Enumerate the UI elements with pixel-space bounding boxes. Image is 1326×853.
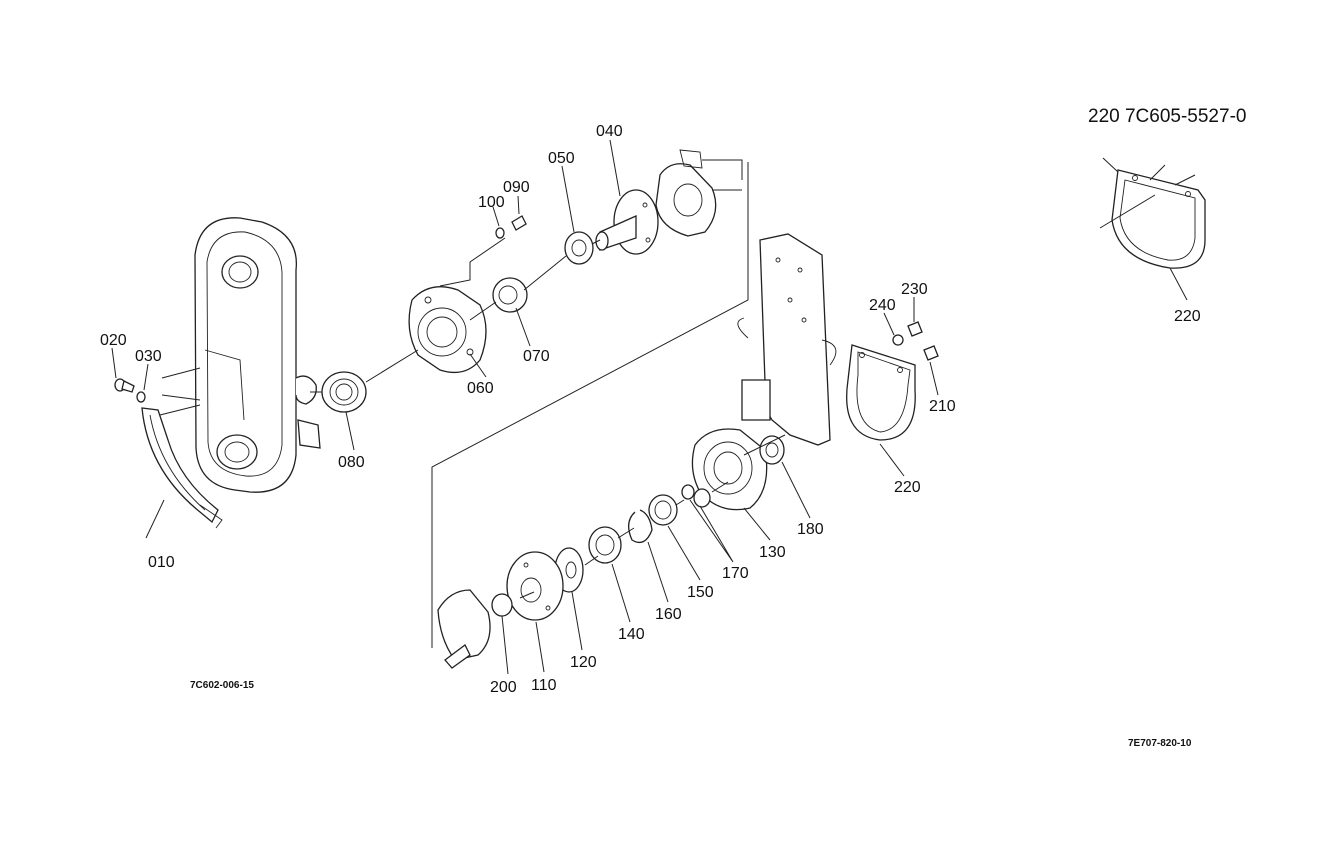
inset-guard-220 xyxy=(1099,157,1206,269)
bearing-140 xyxy=(588,526,622,564)
drawing-code-right: 7E707-820-10 xyxy=(1128,738,1192,749)
bearing-080 xyxy=(310,371,367,413)
label-130: 130 xyxy=(759,544,786,561)
label-010: 010 xyxy=(148,554,175,571)
washer-240 xyxy=(892,334,904,346)
bearing-150 xyxy=(648,494,678,526)
snap-ring-160 xyxy=(628,509,653,544)
seal-070 xyxy=(492,277,528,313)
inset-title: 220 7C605-5527-0 xyxy=(1088,106,1246,127)
frame-plate xyxy=(737,233,837,446)
label-200: 200 xyxy=(490,679,517,696)
flange-110 xyxy=(506,551,564,621)
cap-200 xyxy=(491,593,513,617)
chain-case xyxy=(194,217,321,493)
bolt-090 xyxy=(511,215,527,231)
inset-label-220: 220 xyxy=(1174,308,1201,325)
bolt-020 xyxy=(114,378,135,393)
label-090: 090 xyxy=(503,179,530,196)
shaft-flange-040 xyxy=(595,189,659,255)
label-050: 050 xyxy=(548,150,575,167)
label-040: 040 xyxy=(596,123,623,140)
bolt-210 xyxy=(923,345,939,361)
label-030: 030 xyxy=(135,348,162,365)
label-230: 230 xyxy=(901,281,928,298)
guard-220 xyxy=(846,344,916,441)
bracket-top xyxy=(655,149,743,237)
label-110: 110 xyxy=(531,677,557,694)
bearing-housing-130 xyxy=(691,428,768,511)
housing-060 xyxy=(408,286,487,374)
label-210: 210 xyxy=(929,398,956,415)
label-100: 100 xyxy=(478,194,505,211)
label-060: 060 xyxy=(467,380,494,397)
ring-170 xyxy=(681,484,711,508)
label-220: 220 xyxy=(894,479,921,496)
label-140: 140 xyxy=(618,626,645,643)
label-150: 150 xyxy=(687,584,714,601)
bolt-230 xyxy=(907,321,923,337)
washer-030 xyxy=(136,391,146,403)
label-080: 080 xyxy=(338,454,365,471)
washer-100 xyxy=(495,227,505,239)
label-120: 120 xyxy=(570,654,597,671)
label-180: 180 xyxy=(797,521,824,538)
seal-180 xyxy=(759,435,785,465)
bracket-bottom xyxy=(437,589,491,669)
label-070: 070 xyxy=(523,348,550,365)
washer-050 xyxy=(564,231,594,265)
drawing-code-left: 7C602-006-15 xyxy=(190,680,254,691)
label-020: 020 xyxy=(100,332,127,349)
label-240: 240 xyxy=(869,297,896,314)
label-170: 170 xyxy=(722,565,749,582)
label-160: 160 xyxy=(655,606,682,623)
chain-case-cover xyxy=(141,367,223,529)
